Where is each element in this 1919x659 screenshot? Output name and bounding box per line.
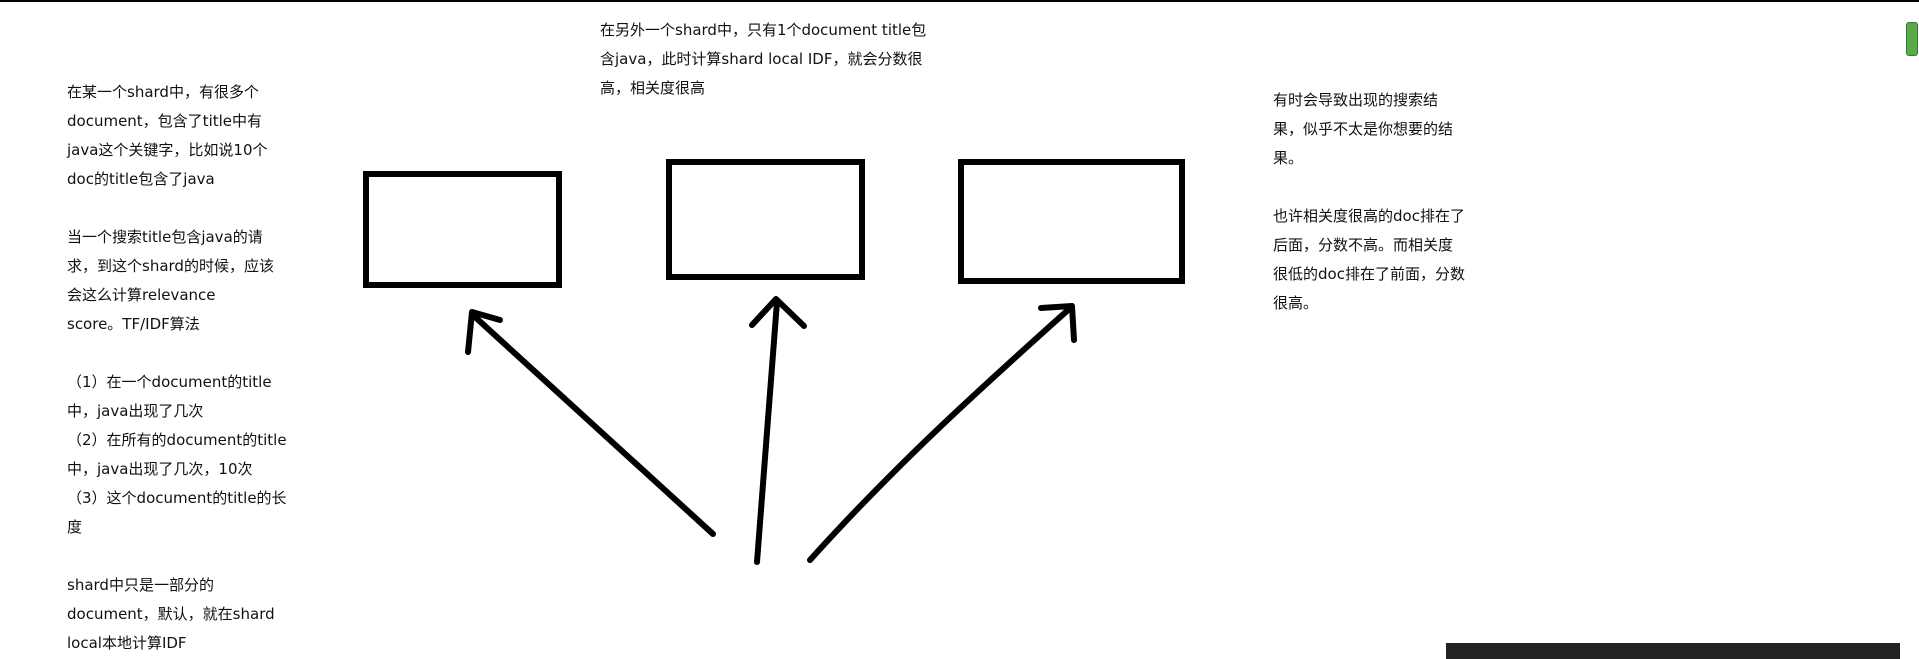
window-top-border [0, 0, 1919, 2]
shard-box-left [363, 171, 562, 288]
arrow-left [465, 309, 716, 537]
note-top-other-shard: 在另外一个shard中，只有1个document title包 含java，此时… [600, 21, 927, 97]
scrollbar-thumb[interactable] [1906, 22, 1918, 56]
shard-box-right [958, 159, 1185, 284]
note-left-shard-explanation: 在某一个shard中，有很多个 document，包含了title中有 java… [67, 83, 287, 652]
bottom-overlay-bar [1446, 643, 1900, 659]
note-right-result-effect: 有时会导致出现的搜索结 果，似乎不太是你想要的结 果。 也许相关度很高的doc排… [1273, 91, 1465, 312]
arrow-middle [749, 296, 807, 565]
shard-box-middle [666, 159, 865, 280]
arrow-right [807, 303, 1077, 563]
